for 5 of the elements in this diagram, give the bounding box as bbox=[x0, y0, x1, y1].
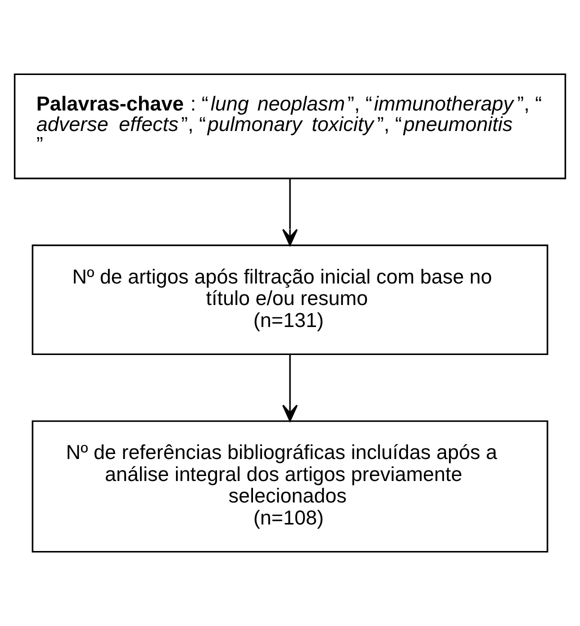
node-box: Nº de referências bibliográficas incluídas após a análise integral dos artigos previamente selecionados (n=108) bbox=[32, 420, 548, 553]
node-box: Palavras-chave: “lung neoplasm”, “immunotherapy”, “adverse effects”, “pulmonary toxicity”, “pneumonitis” bbox=[14, 73, 566, 180]
node-box: Nº de artigos após filtração inicial com base no título e/ou resumo (n=131) bbox=[32, 244, 548, 355]
arrow bbox=[282, 354, 298, 422]
arrow bbox=[282, 178, 298, 246]
